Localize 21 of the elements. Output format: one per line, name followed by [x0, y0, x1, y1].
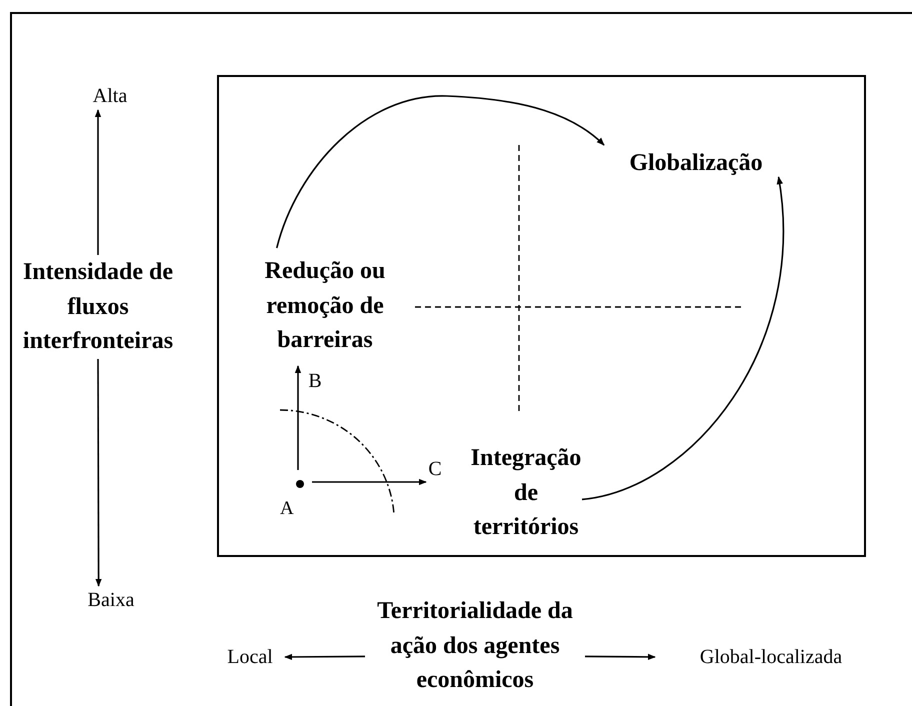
point-label: A [280, 498, 294, 520]
arrow [94, 109, 102, 255]
concept-label: Territorialidade da ação dos agentes econômicos [376, 596, 574, 696]
concept-label: Redução ou remoção de barreiras [264, 256, 386, 356]
arrow [95, 359, 102, 587]
arrow [276, 95, 605, 248]
arrow [582, 176, 784, 500]
arrow [294, 365, 302, 470]
concept-label: Intensidade de fluxos interfronteiras [22, 258, 174, 356]
scale-label: Baixa [88, 588, 134, 612]
arrow [312, 478, 427, 486]
arrow [585, 654, 656, 660]
concept-label: Integração de territórios [470, 444, 582, 542]
arrow [284, 654, 365, 660]
scale-label: Alta [92, 84, 128, 108]
diagram-frame [217, 75, 866, 557]
concept-label: Globalização [629, 148, 763, 178]
scale-label: Global-localizada [700, 645, 842, 669]
axis-label: C [428, 457, 442, 481]
scale-label: Local [227, 645, 273, 669]
axis-label: B [308, 369, 322, 393]
